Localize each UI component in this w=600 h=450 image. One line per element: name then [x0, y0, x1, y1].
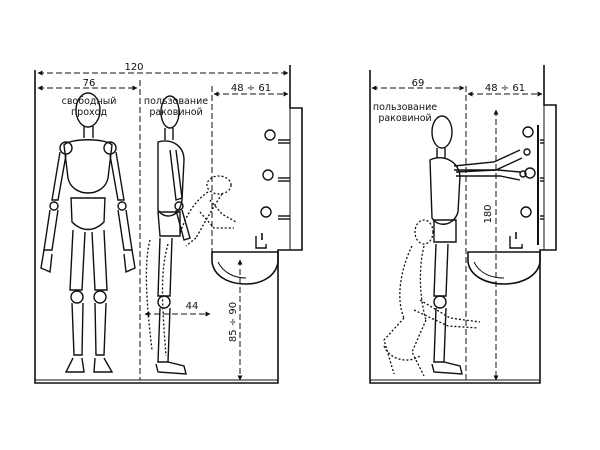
left-figure-bending-dotted	[145, 175, 237, 357]
right-dim-reach-height-label: 180	[483, 204, 494, 223]
left-caption-passage-line2: проход	[71, 107, 107, 118]
left-shelves	[260, 129, 290, 220]
right-dim-user-zone-label: 69	[412, 78, 425, 89]
left-caption-sink-line2: раковиной	[149, 107, 202, 118]
left-figure-front	[40, 92, 136, 373]
left-panel-labels: 120 76 48 ÷ 61 свободный проход пользова…	[62, 62, 271, 342]
right-room-wall	[369, 65, 557, 384]
left-figure-side	[155, 95, 191, 375]
right-figure-crouching-dotted	[383, 219, 481, 377]
right-dim-sink-zone-label: 48 ÷ 61	[485, 83, 525, 94]
left-dim-sink-height-label: 85 ÷ 90	[228, 302, 239, 342]
left-caption-sink-line1: пользование	[144, 96, 208, 107]
left-caption-passage-line1: свободный	[62, 96, 117, 107]
left-dim-sink-zone-label: 48 ÷ 61	[231, 83, 271, 94]
left-dim-total-label: 120	[124, 62, 143, 73]
right-caption-sink-line1: пользование	[373, 102, 437, 113]
left-dim-depth-label: 44	[186, 301, 199, 312]
right-shelves	[520, 125, 544, 245]
left-sink	[211, 233, 279, 285]
right-panel-labels: 69 48 ÷ 61 пользование раковиной 180	[373, 78, 525, 224]
right-panel	[369, 65, 557, 384]
left-dim-passage-label: 76	[83, 78, 96, 89]
right-figure-reaching	[429, 115, 531, 375]
left-panel	[34, 65, 303, 384]
right-caption-sink-line2: раковиной	[378, 113, 431, 124]
right-sink	[467, 232, 541, 285]
